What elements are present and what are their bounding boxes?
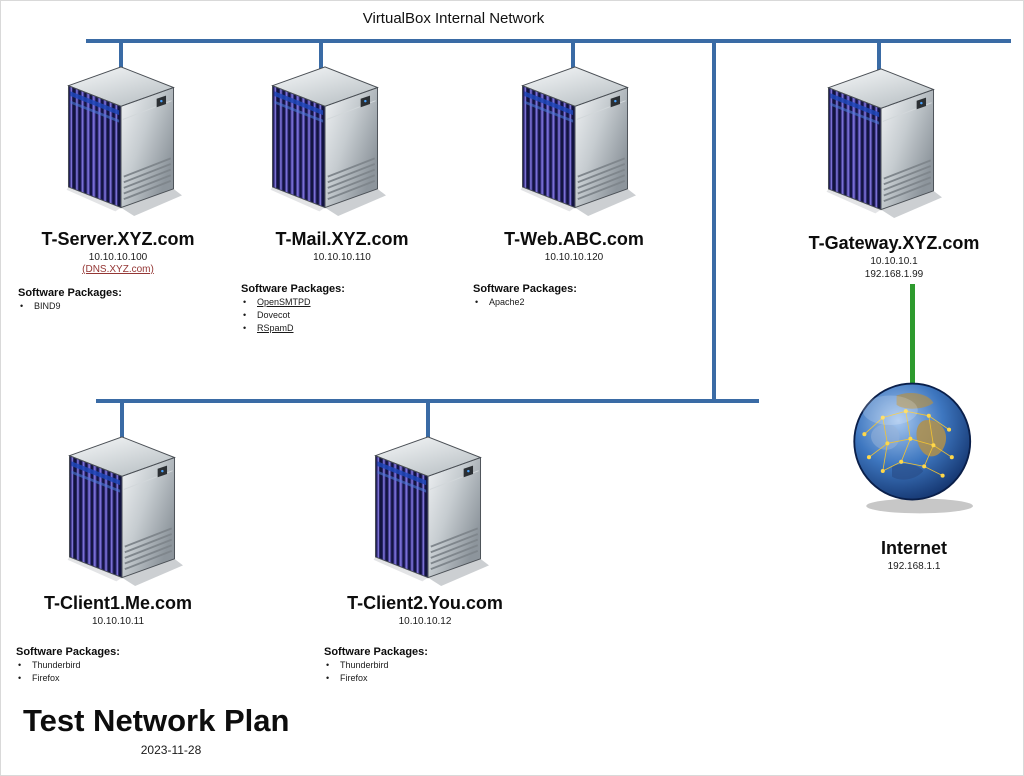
mail-label: T-Mail.XYZ.com 10.10.10.110 (232, 229, 452, 263)
internet-label: Internet 192.168.1.1 (804, 538, 1023, 572)
server-ip: 10.10.10.100 (88, 252, 148, 263)
web-label: T-Web.ABC.com 10.10.10.120 (464, 229, 684, 263)
client1-label: T-Client1.Me.com 10.10.10.11 (8, 593, 228, 627)
mail-ip: 10.10.10.110 (313, 252, 371, 263)
package-list: Thunderbird Firefox (16, 660, 120, 684)
package-item: Dovecot (241, 310, 345, 321)
gateway-name: T-Gateway.XYZ.com (808, 233, 980, 253)
package-item: Firefox (16, 673, 120, 684)
drop-line-gateway (877, 41, 881, 71)
client2-label: T-Client2.You.com 10.10.10.12 (315, 593, 535, 627)
web-ip: 10.10.10.120 (544, 252, 604, 263)
gateway-tower-icon (819, 67, 943, 219)
package-link[interactable]: RSpamD (241, 323, 345, 334)
plan-title: Test Network Plan (23, 703, 290, 738)
package-link[interactable]: OpenSMTPD (241, 297, 345, 308)
package-item: Thunderbird (16, 660, 120, 671)
bus-connector-vertical (712, 41, 716, 403)
server-tower-icon (59, 65, 183, 217)
server-software: Software Packages: BIND9 (18, 287, 122, 312)
plan-date: 2023-11-28 (140, 743, 202, 757)
package-list: Apache2 (473, 297, 577, 308)
client2-ip: 10.10.10.12 (398, 616, 452, 627)
gateway-ip: 10.10.10.1 (870, 256, 918, 267)
package-item: Thunderbird (324, 660, 428, 671)
package-list: BIND9 (18, 301, 122, 312)
drop-line-mail (319, 41, 323, 71)
client2-software: Software Packages: Thunderbird Firefox (324, 646, 428, 684)
package-list: Thunderbird Firefox (324, 660, 428, 684)
gateway-label: T-Gateway.XYZ.com 10.10.10.1 192.168.1.9… (784, 233, 1004, 280)
drop-line-server (119, 41, 123, 71)
internet-ip: 192.168.1.1 (887, 561, 941, 572)
diagram-title: VirtualBox Internal Network (362, 10, 545, 27)
software-heading: Software Packages: (16, 646, 120, 658)
mail-name: T-Mail.XYZ.com (275, 229, 409, 249)
package-item: BIND9 (18, 301, 122, 312)
bus-line-top (86, 39, 1011, 43)
web-tower-icon (513, 65, 637, 217)
package-item: Firefox (324, 673, 428, 684)
client1-ip: 10.10.10.11 (91, 616, 145, 627)
client1-software: Software Packages: Thunderbird Firefox (16, 646, 120, 684)
server-name: T-Server.XYZ.com (41, 229, 195, 249)
internet-uplink-line (910, 284, 915, 383)
internet-name: Internet (880, 538, 947, 558)
software-heading: Software Packages: (18, 287, 122, 299)
internet-globe-icon (846, 379, 984, 517)
server-label: T-Server.XYZ.com 10.10.10.100 (DNS.XYZ.c… (8, 229, 228, 275)
client2-name: T-Client2.You.com (347, 593, 503, 613)
client2-tower-icon (366, 435, 490, 587)
mail-tower-icon (263, 65, 387, 217)
mail-software: Software Packages: OpenSMTPD Dovecot RSp… (241, 283, 345, 334)
drop-line-client2 (426, 401, 430, 441)
gateway-ip2: 192.168.1.99 (864, 269, 924, 280)
package-list: OpenSMTPD Dovecot RSpamD (241, 297, 345, 334)
software-heading: Software Packages: (324, 646, 428, 658)
client1-tower-icon (60, 435, 184, 587)
software-heading: Software Packages: (241, 283, 345, 295)
package-item: Apache2 (473, 297, 577, 308)
web-name: T-Web.ABC.com (504, 229, 644, 249)
server-alias-link[interactable]: (DNS.XYZ.com) (82, 264, 154, 275)
software-heading: Software Packages: (473, 283, 577, 295)
client1-name: T-Client1.Me.com (43, 593, 193, 613)
drop-line-web (571, 41, 575, 71)
drop-line-client1 (120, 401, 124, 441)
web-software: Software Packages: Apache2 (473, 283, 577, 308)
